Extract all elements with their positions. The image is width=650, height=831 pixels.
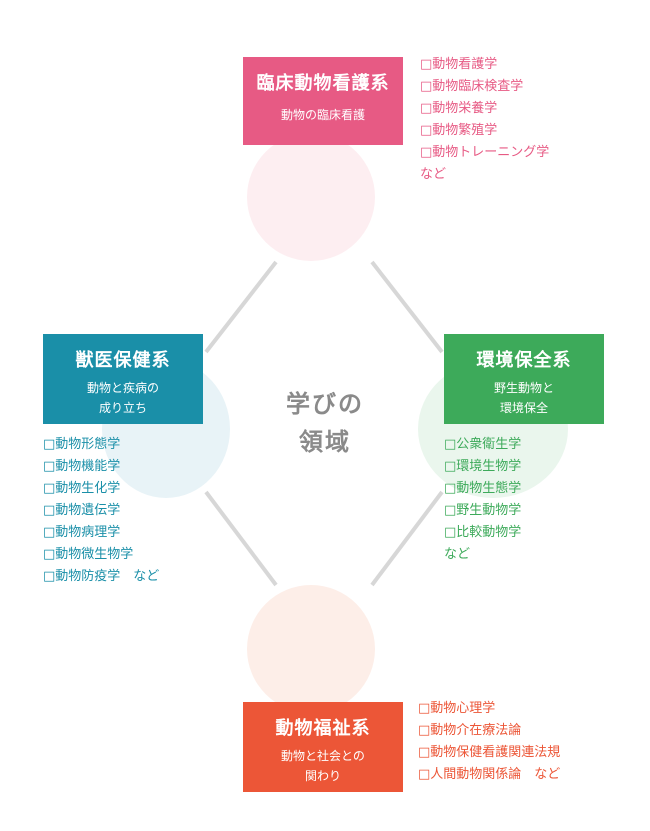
center-label-line2: 領域	[299, 428, 351, 456]
connector-bottom-left	[204, 490, 278, 587]
vet-title: 獣医保健系	[75, 350, 171, 371]
env-box: 環境保全系 野生動物と 環境保全	[444, 334, 604, 424]
vet-subtitle-line1: 動物と疾病の	[86, 381, 159, 395]
list-item: □動物看護学	[420, 57, 498, 72]
nursing-list: □動物看護学 □動物臨床検査学 □動物栄養学 □動物繁殖学 □動物トレーニング学…	[420, 54, 549, 186]
list-item: □比較動物学	[444, 525, 522, 540]
env-title: 環境保全系	[476, 350, 572, 371]
nursing-circle	[247, 133, 375, 261]
nursing-title: 臨床動物看護系	[256, 73, 390, 94]
welfare-circle	[247, 585, 375, 713]
list-item: □動物防疫学 など	[43, 569, 160, 584]
vet-subtitle: 動物と疾病の 成り立ち	[43, 378, 203, 418]
welfare-subtitle-line1: 動物と社会との	[281, 749, 365, 763]
list-item: □動物生態学	[444, 481, 522, 496]
list-item: □動物遺伝学	[43, 503, 121, 518]
list-item-suffix: など	[420, 167, 447, 182]
welfare-subtitle-line2: 関わり	[304, 769, 341, 783]
welfare-title: 動物福祉系	[275, 718, 371, 739]
welfare-box: 動物福祉系 動物と社会との 関わり	[243, 702, 403, 792]
vet-subtitle-line2: 成り立ち	[98, 401, 147, 415]
list-item: □動物保健看護関連法規	[418, 745, 561, 760]
env-subtitle-line1: 野生動物と	[493, 381, 554, 395]
list-item: □動物心理学	[418, 701, 496, 716]
connector-top-right	[370, 260, 444, 354]
list-item: □動物形態学	[43, 437, 121, 452]
env-subtitle-line2: 環境保全	[499, 401, 548, 415]
vet-list: □動物形態学 □動物機能学 □動物生化学 □動物遺伝学 □動物病理学 □動物微生…	[43, 434, 159, 588]
list-item: □動物介在療法論	[418, 723, 522, 738]
welfare-subtitle: 動物と社会との 関わり	[243, 746, 403, 786]
list-item: □人間動物関係論 など	[418, 767, 561, 782]
list-item: □動物栄養学	[420, 101, 498, 116]
list-item: □動物生化学	[43, 481, 121, 496]
list-item: □動物機能学	[43, 459, 121, 474]
list-item: □動物繁殖学	[420, 123, 498, 138]
list-item: □野生動物学	[444, 503, 522, 518]
center-label: 学びの 領域	[270, 385, 380, 461]
list-item: □動物病理学	[43, 525, 121, 540]
env-list: □公衆衛生学 □環境生物学 □動物生態学 □野生動物学 □比較動物学 など	[444, 434, 521, 566]
center-label-line1: 学びの	[286, 390, 364, 418]
nursing-subtitle: 動物の臨床看護	[280, 108, 365, 122]
list-item-suffix: など	[444, 547, 471, 562]
welfare-list: □動物心理学 □動物介在療法論 □動物保健看護関連法規 □人間動物関係論 など	[418, 698, 560, 786]
vet-box: 獣医保健系 動物と疾病の 成り立ち	[43, 334, 203, 424]
list-item: □環境生物学	[444, 459, 522, 474]
list-item: □動物臨床検査学	[420, 79, 524, 94]
connector-top-left	[204, 260, 278, 354]
list-item: □公衆衛生学	[444, 437, 522, 452]
env-subtitle: 野生動物と 環境保全	[444, 378, 604, 418]
nursing-box: 臨床動物看護系 動物の臨床看護	[243, 57, 403, 145]
list-item: □動物トレーニング学	[420, 145, 550, 160]
connector-bottom-right	[370, 490, 444, 587]
list-item: □動物微生物学	[43, 547, 134, 562]
